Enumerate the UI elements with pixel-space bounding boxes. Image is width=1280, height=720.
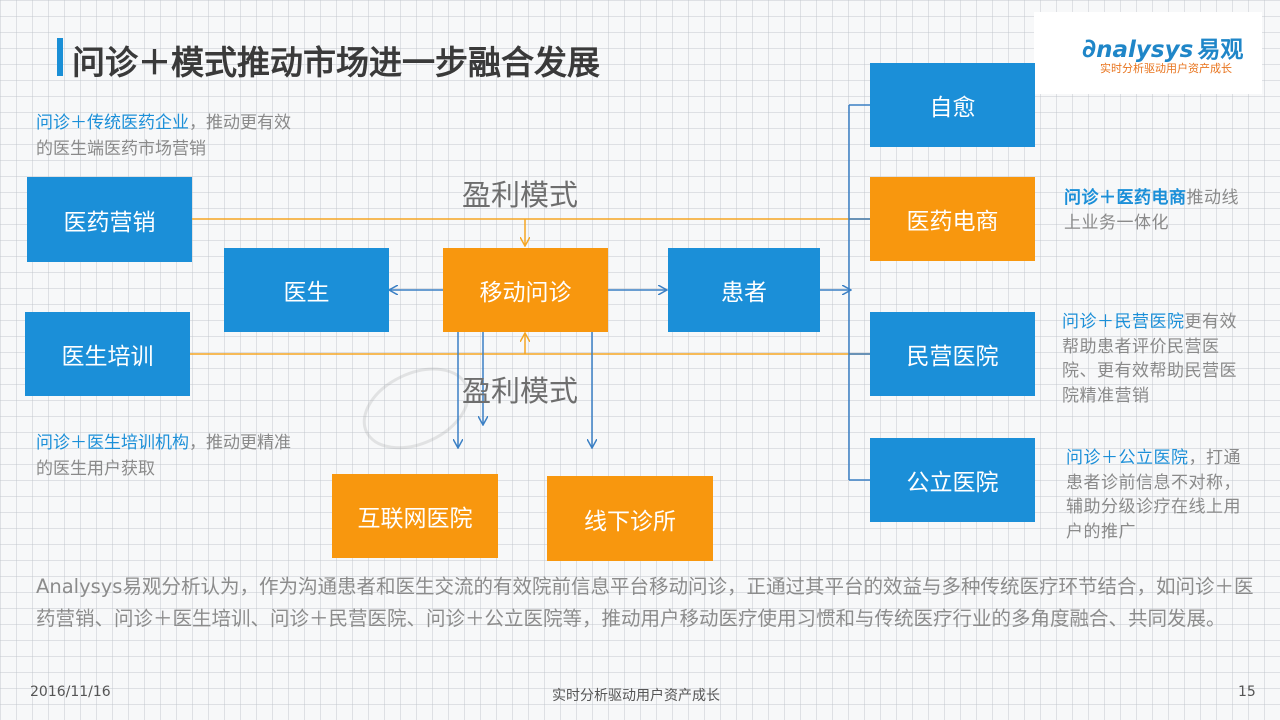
note-left-bottom-text: ，推动更精准的医生用户获取	[36, 433, 291, 479]
logo-name: nalysys	[1096, 37, 1194, 63]
logo-a-mark: ∂	[1082, 34, 1097, 64]
note-right-ecommerce-highlight: 问诊＋医药电商	[1064, 188, 1187, 208]
note-left-top: 问诊＋传统医药企业，推动更有效的医生端医药市场营销	[36, 110, 298, 162]
title-accent-bar	[57, 38, 63, 76]
watermark	[362, 367, 470, 450]
node-mobile-consult: 移动问诊	[443, 248, 608, 332]
note-right-ecommerce: 问诊＋医药电商推动线上业务一体化	[1064, 186, 1250, 235]
note-right-private-highlight: 问诊＋民营医院	[1062, 312, 1185, 332]
node-pharma-ecommerce: 医药电商	[870, 177, 1035, 261]
note-right-public-text: ，打通患者诊前信息不对称，辅助分级诊疗在线上用户的推广	[1066, 448, 1241, 542]
note-right-ecommerce-text: 推动线上业务一体化	[1064, 188, 1239, 233]
profit-mode-label-top: 盈利模式	[462, 178, 579, 212]
node-pharma-marketing: 医药营销	[27, 177, 192, 262]
note-right-public-highlight: 问诊＋公立医院	[1066, 448, 1189, 468]
note-left-top-highlight: 问诊＋传统医药企业	[36, 113, 189, 133]
summary-paragraph: Analysys易观分析认为，作为沟通患者和医生交流的有效院前信息平台移动问诊，…	[36, 575, 1254, 630]
page-title: 问诊＋模式推动市场进一步融合发展	[72, 43, 600, 82]
node-patient: 患者	[668, 248, 820, 332]
note-left-bottom-highlight: 问诊＋医生培训机构	[36, 433, 189, 453]
note-left-bottom: 问诊＋医生培训机构，推动更精准的医生用户获取	[36, 430, 298, 482]
logo-tagline: 实时分析驱动用户资产成长	[1100, 62, 1232, 75]
footer-tagline: 实时分析驱动用户资产成长	[552, 688, 720, 704]
node-doctor: 医生	[224, 248, 389, 332]
node-private-hospital: 民营医院	[870, 312, 1035, 396]
logo-cn: 易观	[1197, 37, 1244, 63]
footer-date: 2016/11/16	[30, 684, 111, 700]
note-left-top-text: ，推动更有效的医生端医药市场营销	[36, 113, 291, 159]
footer-page-number: 15	[1238, 684, 1256, 700]
node-offline-clinic: 线下诊所	[547, 476, 713, 561]
note-right-private: 问诊＋民营医院更有效帮助患者评价民营医院、更有效帮助民营医院精准营销	[1062, 310, 1254, 408]
node-self-heal: 自愈	[870, 63, 1035, 147]
profit-mode-label-bottom: 盈利模式	[462, 374, 579, 408]
note-right-private-text: 更有效帮助患者评价民营医院、更有效帮助民营医院精准营销	[1062, 312, 1237, 406]
node-doctor-training: 医生培训	[25, 312, 190, 396]
node-internet-hospital: 互联网医院	[332, 474, 498, 558]
node-public-hospital: 公立医院	[870, 438, 1035, 522]
note-right-public: 问诊＋公立医院，打通患者诊前信息不对称，辅助分级诊疗在线上用户的推广	[1066, 446, 1258, 544]
